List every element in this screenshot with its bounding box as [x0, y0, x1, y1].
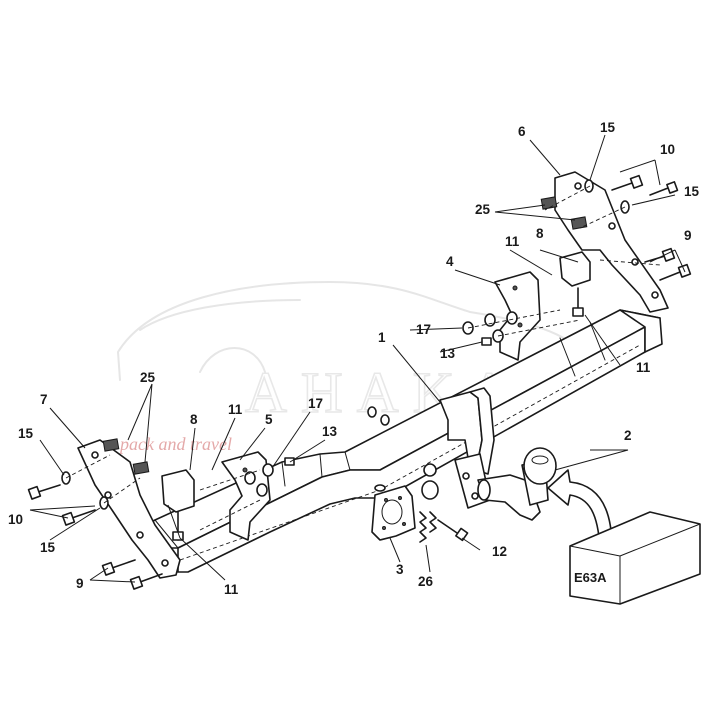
part-label-9: 9: [684, 228, 692, 243]
part-label-10: 10: [660, 142, 675, 157]
part-label-5: 5: [265, 412, 273, 427]
part-label-13: 13: [440, 346, 456, 361]
part-label-11: 11: [636, 360, 651, 375]
part-label-7: 7: [40, 392, 48, 407]
part-label-8: 8: [536, 226, 544, 241]
part-label-3: 3: [396, 562, 404, 577]
part-label-10: 10: [8, 512, 23, 527]
part-label-1: 1: [378, 330, 386, 345]
bolt-12: [437, 519, 461, 536]
socket-plate-assembly: [371, 484, 469, 543]
part-label-11: 11: [228, 402, 243, 417]
product-box: [569, 511, 701, 605]
bracket-5: [221, 451, 271, 541]
part-label-4: 4: [446, 254, 454, 269]
part-label-15: 15: [684, 184, 700, 199]
part-label-6: 6: [518, 124, 526, 139]
part-label-11: 11: [224, 582, 239, 597]
part-label-25: 25: [140, 370, 156, 385]
part-label-8: 8: [190, 412, 198, 427]
product-pointer: E63A: [547, 469, 701, 605]
part-label-2: 2: [624, 428, 632, 443]
part-labels: 6 15 10 15 25 8 11 9 4 17 13 1 11 25 7 8…: [8, 120, 700, 597]
right-bracket-assembly: [462, 171, 692, 361]
watermark-car-outline: [117, 281, 581, 381]
part-label-15: 15: [18, 426, 34, 441]
side-plate-7: [77, 439, 181, 579]
watermark-tagline: pack and travel: [118, 434, 232, 454]
part-label-17: 17: [308, 396, 323, 411]
part-label-12: 12: [492, 544, 507, 559]
ball-mount: [367, 387, 557, 521]
part-label-17: 17: [416, 322, 431, 337]
part-label-25: 25: [475, 202, 491, 217]
curved-arrow: [547, 469, 613, 549]
side-plate-6: [554, 171, 669, 313]
part-label-9: 9: [76, 576, 84, 591]
part-label-11: 11: [505, 234, 520, 249]
product-box-label: E63A: [574, 570, 607, 585]
spring-26: [419, 511, 437, 543]
left-bracket-assembly: [27, 438, 295, 590]
part-label-26: 26: [418, 574, 434, 589]
part-label-13: 13: [322, 424, 338, 439]
socket-plate-3: [371, 485, 416, 541]
callout-lines: [29, 134, 686, 583]
part-label-15: 15: [40, 540, 56, 555]
part-label-15: 15: [600, 120, 616, 135]
